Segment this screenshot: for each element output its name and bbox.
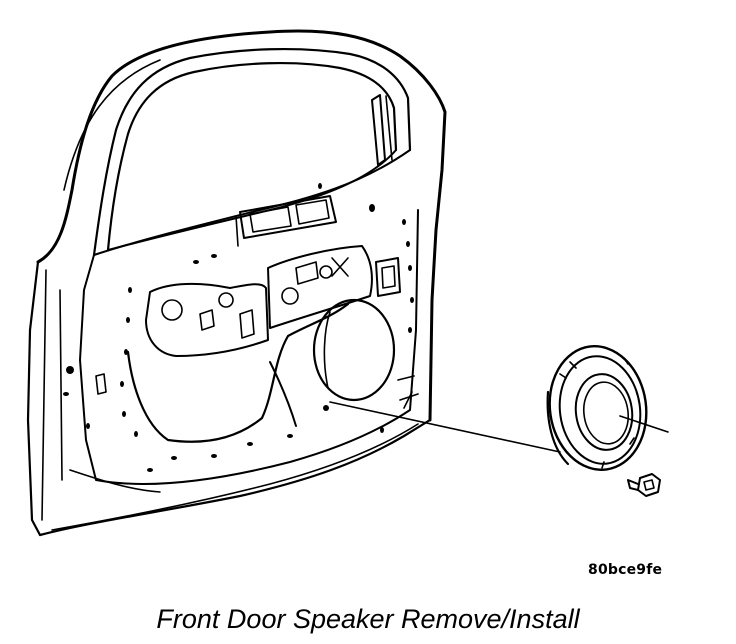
- wiring-harness: [126, 302, 350, 443]
- inner-panel: [59, 209, 419, 493]
- speaker-assembly: [546, 345, 648, 471]
- figure-caption: Front Door Speaker Remove/Install: [156, 604, 580, 634]
- mounting-screw: [627, 473, 661, 497]
- door-speaker-opening: [312, 298, 396, 402]
- handle-recess: [235, 195, 337, 247]
- figure-code: 80bce9fe: [588, 562, 663, 578]
- door-bracket: [95, 257, 419, 409]
- panel-holes: [63, 183, 414, 472]
- door-outer-shell: [26, 29, 447, 537]
- panel-cutouts: [145, 245, 373, 357]
